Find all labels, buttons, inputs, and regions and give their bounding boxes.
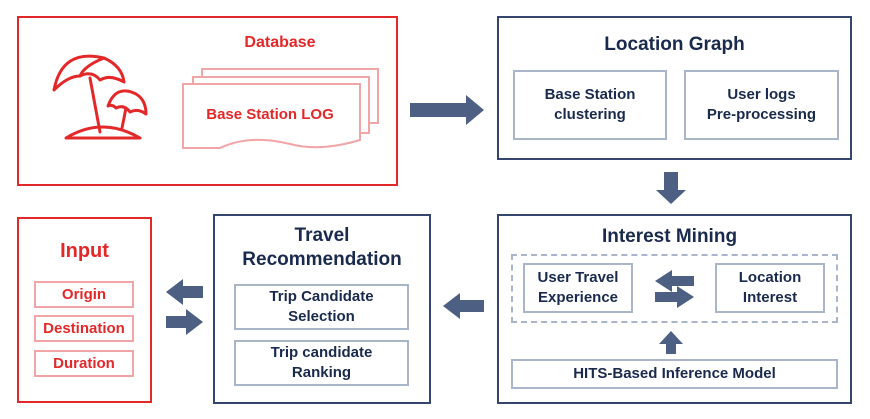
input-title: Input — [60, 240, 109, 262]
arrow-graph-to-interest — [656, 172, 686, 204]
arrow-input-to-travel — [166, 309, 203, 335]
trip-candidate-selection: Trip Candidate Selection — [234, 284, 409, 330]
trip-candidate-ranking: Trip candidate Ranking — [234, 340, 409, 386]
hits-inference-model: HITS-Based Inference Model — [511, 359, 838, 389]
log-page-back-1 — [192, 76, 370, 134]
user-travel-experience: User Travel Experience — [523, 263, 633, 313]
travel-recommendation-title: Travel Recommendation — [242, 225, 402, 270]
location-interest: Location Interest — [715, 263, 825, 313]
location-graph-title: Location Graph — [604, 34, 745, 55]
interest-inner-group — [511, 254, 838, 323]
log-label: Base Station LOG — [206, 106, 334, 123]
input-origin: Origin — [34, 281, 134, 308]
input-destination: Destination — [34, 315, 134, 342]
arrow-travel-to-input — [166, 279, 203, 305]
user-logs-preprocessing: User logs Pre-processing — [684, 70, 839, 140]
arrow-db-to-graph — [410, 95, 484, 125]
base-station-clustering: Base Station clustering — [513, 70, 667, 140]
arrow-interest-to-travel — [443, 293, 484, 319]
input-duration: Duration — [34, 350, 134, 377]
database-title: Database — [244, 34, 316, 51]
interest-mining-title: Interest Mining — [601, 226, 738, 247]
